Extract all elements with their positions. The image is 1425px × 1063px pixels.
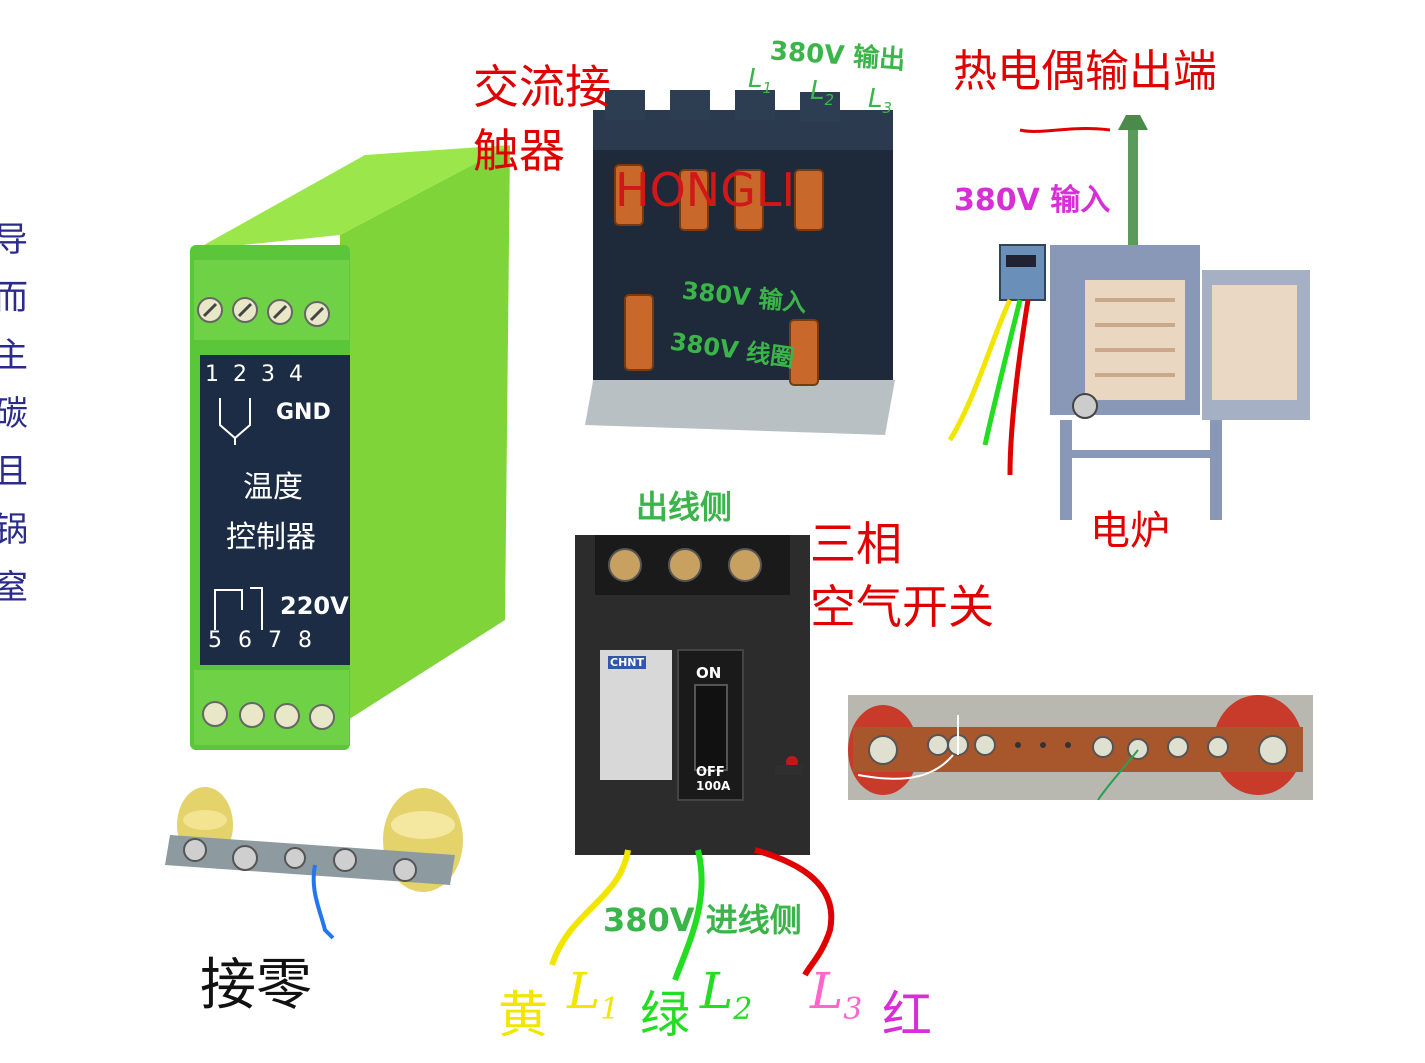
controller-name-line1: 温度 xyxy=(243,470,303,505)
terminal-number: 6 xyxy=(238,628,268,653)
phase-yellow-word: 黄 xyxy=(498,986,548,1044)
phase-red-word: 红 xyxy=(882,986,932,1044)
gnd-label: GND xyxy=(276,400,331,425)
terminal-bottom-numbers: 5678 xyxy=(208,628,328,653)
phase-l1: L1 xyxy=(567,962,620,1027)
side-char: 锅 xyxy=(0,510,28,550)
breaker-title-line1: 三相 xyxy=(810,517,902,571)
thermocouple-label: 热电偶输出端 xyxy=(953,46,1217,97)
contactor-l3: L3 xyxy=(868,84,893,118)
terminal-number: 8 xyxy=(298,628,328,653)
terminal-number: 2 xyxy=(233,362,261,387)
contactor-l2: L2 xyxy=(810,76,835,110)
phase-l2: L2 xyxy=(700,962,753,1027)
breaker-rating: 100A xyxy=(696,779,731,793)
breaker-inlet-label: 380V 进线侧 xyxy=(603,901,802,939)
controller-name-line2: 控制器 xyxy=(226,520,316,555)
contactor-title-line2: 触器 xyxy=(473,124,565,178)
terminal-top-numbers: 1234 xyxy=(205,362,317,387)
terminal-number: 3 xyxy=(261,362,289,387)
breaker-input-wires xyxy=(549,847,835,982)
breaker-outlet-label: 出线侧 xyxy=(636,488,733,526)
copper-busbar-photo xyxy=(848,695,1313,800)
contactor-title-line1: 交流接 xyxy=(473,60,611,114)
side-char: 碳 xyxy=(0,394,28,434)
contactor-output-label: 380V 输出 xyxy=(768,36,907,76)
terminal-number: 1 xyxy=(205,362,233,387)
contactor-l1: L1 xyxy=(748,64,773,98)
neutral-label: 接零 xyxy=(200,953,312,1018)
contactor-brand: HONGLI xyxy=(615,163,796,217)
side-char: 导 xyxy=(0,220,28,260)
terminal-number: 4 xyxy=(289,362,317,387)
phase-l3: L3 xyxy=(810,962,863,1027)
breaker-off-label: OFF xyxy=(696,765,725,780)
temperature-controller-body xyxy=(190,145,510,750)
side-char: 且 xyxy=(0,452,28,492)
side-char: 主 xyxy=(0,336,28,376)
furnace-input-label: 380V 输入 xyxy=(954,183,1111,218)
breaker-on-label: ON xyxy=(696,664,722,682)
side-char: 窒 xyxy=(0,568,28,608)
side-char: 而 xyxy=(0,278,28,318)
terminal-number: 5 xyxy=(208,628,238,653)
breaker-brand: CHNT xyxy=(608,656,646,669)
breaker-photo xyxy=(575,535,810,855)
furnace-name: 电炉 xyxy=(1090,508,1170,554)
furnace-photo xyxy=(947,115,1310,520)
neutral-busbar-photo xyxy=(165,787,463,940)
breaker-title-line2: 空气开关 xyxy=(810,580,994,634)
phase-green-word: 绿 xyxy=(640,986,690,1044)
terminal-number: 7 xyxy=(268,628,298,653)
controller-voltage: 220V xyxy=(280,592,349,620)
contactor-photo xyxy=(585,90,895,435)
